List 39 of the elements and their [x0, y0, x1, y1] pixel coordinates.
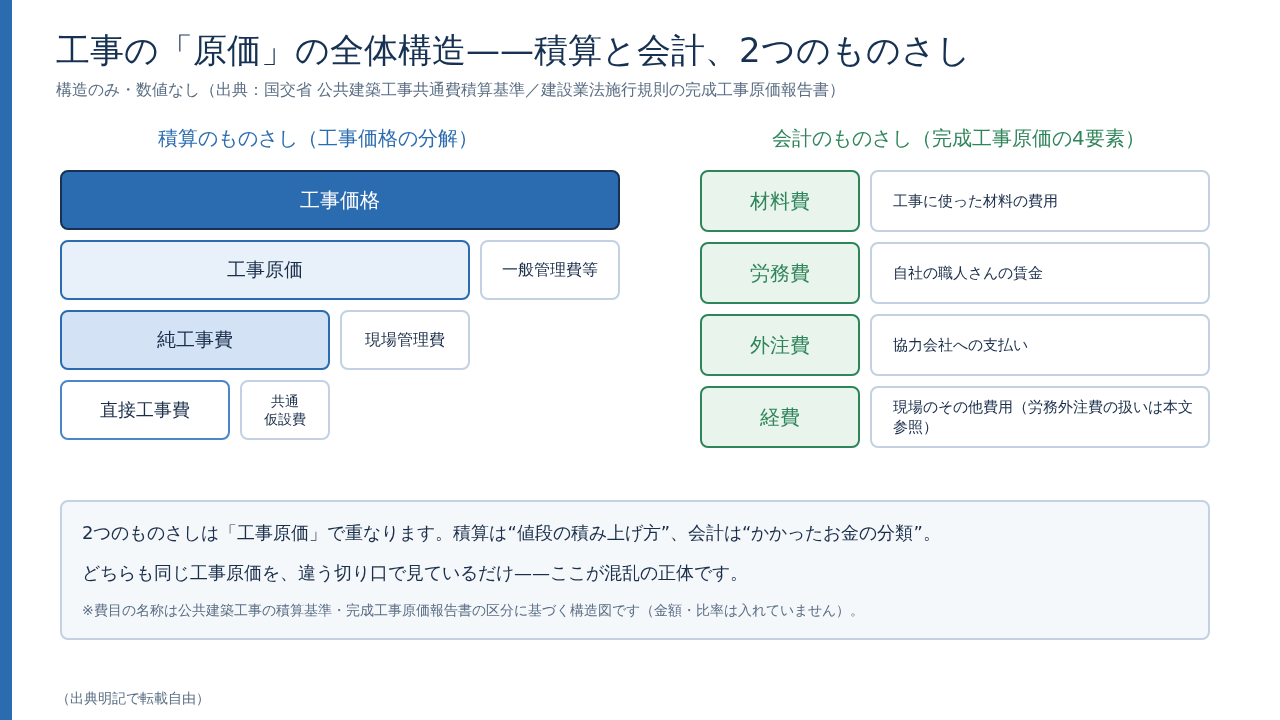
cost-name: 純工事費 [157, 327, 233, 352]
note-text: どちらも同じ工事原価を、違う切り口で見ているだけ——ここが混乱の正体です。 [82, 561, 748, 585]
cost-block [60, 380, 230, 440]
cost-name: 現場管理費 [365, 329, 445, 351]
footnote-text: ※費目の名称は公共建築工事の積算基準・完成工事原価報告書の区分に基づく構造図です（金額・比率は入れていません）。 [82, 601, 864, 620]
category-name: 労務費 [750, 259, 810, 287]
description-text: 工事に使った材料の費用 [893, 191, 1058, 211]
category-name: 経費 [760, 403, 800, 431]
column-heading: 積算のものさし（工事価格の分解） [158, 125, 478, 152]
description-card [870, 170, 1210, 232]
cost-block [60, 170, 620, 230]
cost-block [240, 380, 330, 440]
category-card [700, 242, 860, 304]
category-card [700, 386, 860, 448]
footer-note: （出典明記で転載自由） [56, 689, 210, 708]
note-panel [60, 500, 1210, 640]
note-text: 2つのものさしは「工事原価」で重なります。積算は“値段の積み上げ方”、会計は“かかったお金の分類”。 [82, 521, 941, 545]
description-card [870, 386, 1210, 448]
page-title: 工事の「原価」の全体構造——積算と会計、2つのものさし [56, 29, 971, 72]
description-text: 自社の職人さんの賃金 [893, 263, 1043, 283]
column-heading: 会計のものさし（完成工事原価の4要素） [772, 125, 1145, 152]
cost-block [480, 240, 620, 300]
category-name: 材料費 [750, 187, 810, 215]
description-text: 協力会社への支払い [893, 335, 1028, 355]
cost-block [60, 310, 330, 370]
cost-name: 一般管理費等 [502, 259, 598, 281]
cost-name: 工事価格 [300, 186, 380, 214]
description-card [870, 242, 1210, 304]
cost-name: 共通仮設費 [263, 392, 307, 428]
cost-name: 工事原価 [227, 257, 303, 282]
category-card [700, 314, 860, 376]
cost-block [60, 240, 470, 300]
cost-name: 直接工事費 [100, 398, 190, 422]
description-text: 現場のその他費用（労務外注費の扱いは本文参照） [893, 397, 1194, 437]
category-card [700, 170, 860, 232]
cost-block [340, 310, 470, 370]
subtitle: 構造のみ・数値なし（出典：国交省 公共建築工事共通費積算基準／建設業法施行規則の完成工事原価報告書） [56, 79, 846, 101]
description-card [870, 314, 1210, 376]
category-name: 外注費 [750, 331, 810, 359]
